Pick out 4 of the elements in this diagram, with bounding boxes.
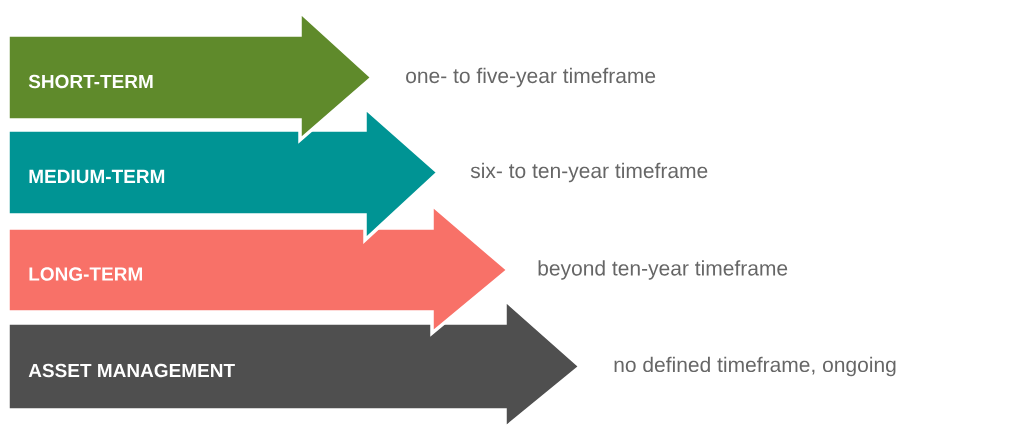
timeframe-text: one- to five-year timeframe bbox=[406, 67, 656, 88]
timeframe-text: six- to ten-year timeframe bbox=[470, 162, 708, 183]
timeframe-text: beyond ten-year timeframe bbox=[538, 260, 788, 280]
timeframe-text: no defined timeframe, ongoing bbox=[614, 356, 896, 377]
